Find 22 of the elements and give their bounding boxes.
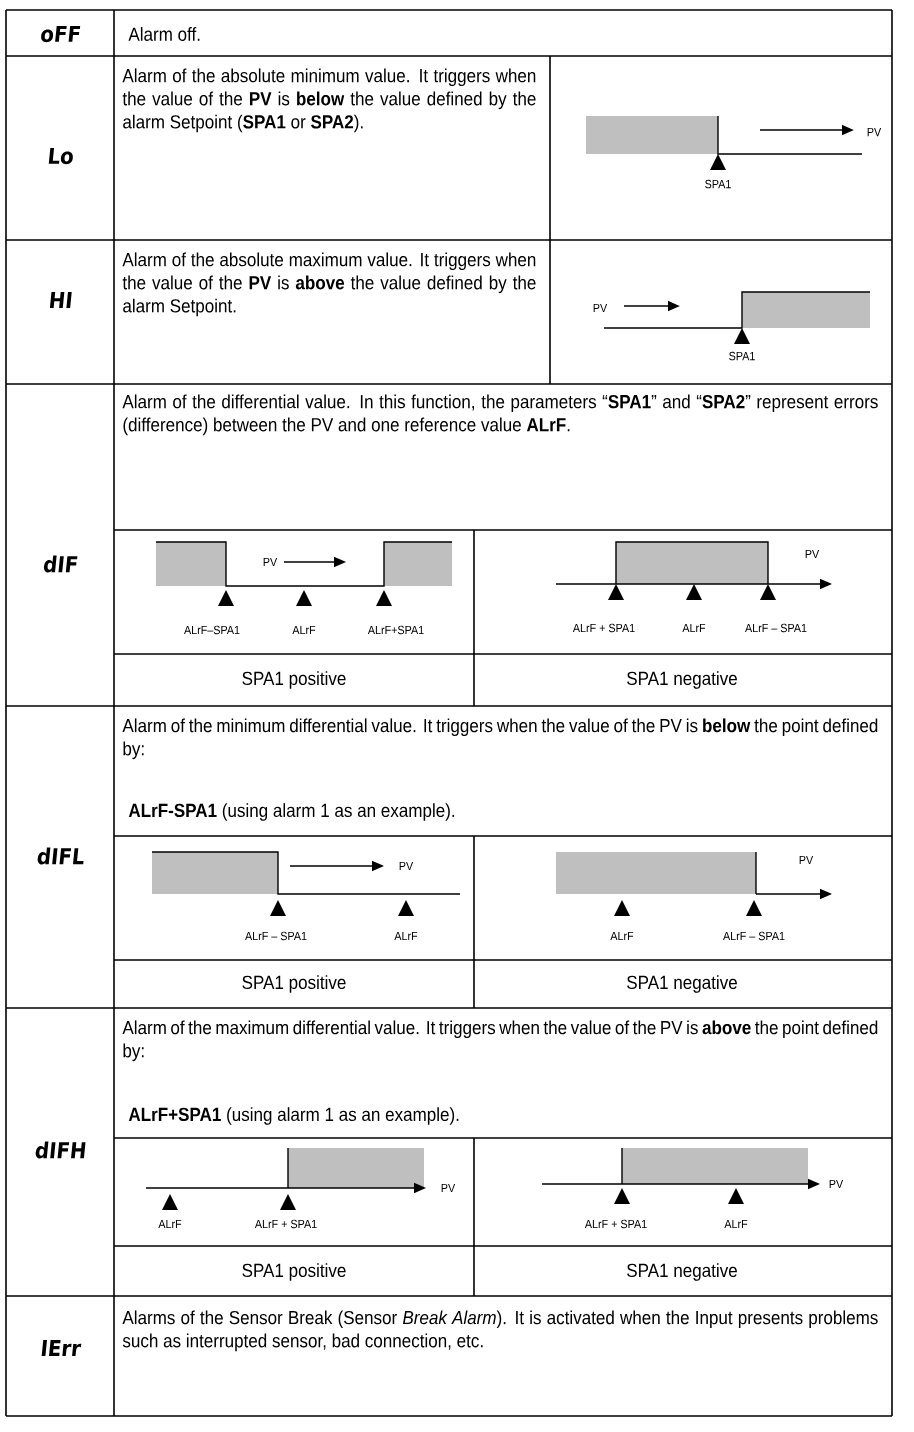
mode-code: dIFL	[37, 847, 84, 865]
caption-text: SPA1 negative	[627, 671, 737, 689]
mode-code: oFF	[41, 25, 81, 43]
caption-text: SPA1 positive	[242, 1263, 346, 1281]
mode-code: IErr	[41, 1340, 82, 1356]
description-text: Alarm of the maximum differential value. It triggers when the value of the PV is above the point defined by:	[122, 1020, 878, 1062]
mode-code: HI	[49, 292, 72, 308]
description-text: Alarm of the absolute maximum value. It triggers when the value of the PV is above the value defined by the alarm Setpoint.	[122, 252, 536, 317]
description-text: ALrF+SPA1 (using alarm 1 as an example).	[128, 1107, 459, 1125]
mode-code: dIFH	[35, 1141, 86, 1159]
description-text: Alarm of the minimum differential value. It triggers when the value of the PV is below the point defined by:	[122, 718, 878, 760]
description-text: Alarm of the absolute minimum value. It triggers when the value of the PV is below the value defined by the alarm Setpoint (SPA1 or SPA2).	[122, 68, 536, 133]
description-text: Alarm off.	[128, 27, 200, 41]
caption-text: SPA1 negative	[627, 975, 737, 993]
caption-text: SPA1 negative	[627, 1263, 737, 1281]
description-text: ALrF-SPA1 (using alarm 1 as an example).	[128, 803, 455, 821]
caption-text: SPA1 positive	[242, 975, 346, 993]
mode-code: dIF	[43, 555, 78, 573]
mode-code: Lo	[48, 147, 73, 165]
description-text: Alarms of the Sensor Break (Sensor Break Alarm). It is activated when the Input presents problems such as interrupted sensor, bad connection, etc.	[122, 1310, 878, 1352]
description-text: Alarm of the differential value. In this function, the parameters “SPA1” and “SPA2” represent errors (difference) between the PV and one reference value ALrF.	[122, 394, 878, 436]
caption-text: SPA1 positive	[242, 671, 346, 689]
